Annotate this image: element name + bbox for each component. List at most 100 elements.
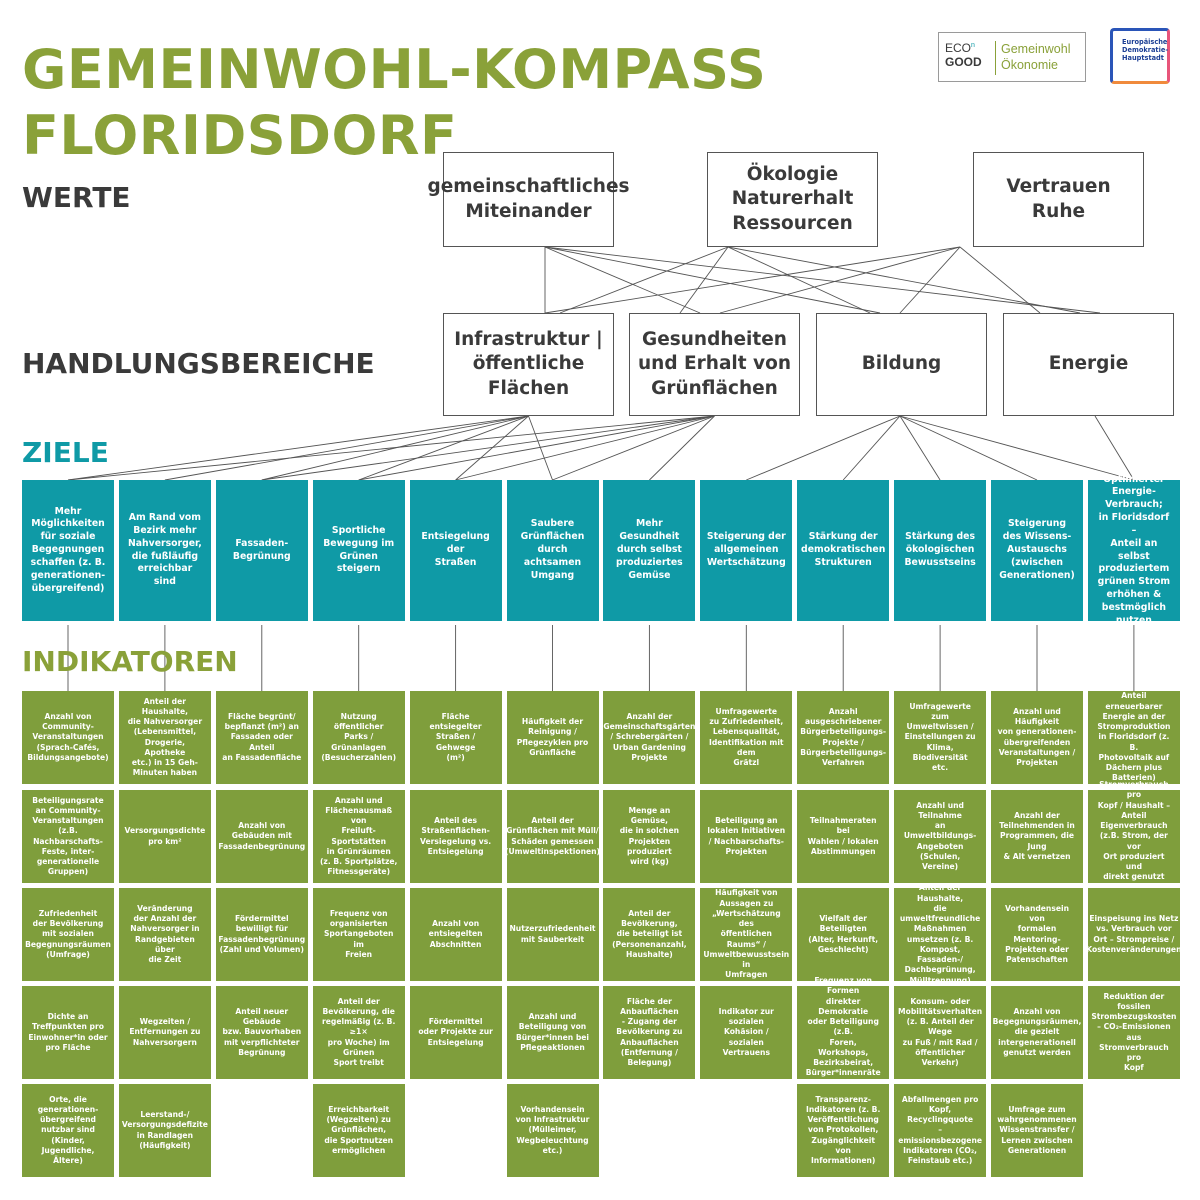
ziel-box: Stärkung des ökologischen Bewusstseins bbox=[894, 480, 987, 621]
connector-line bbox=[842, 415, 901, 481]
handlungsbereich-box: Energie bbox=[1003, 313, 1174, 416]
connector-line bbox=[455, 415, 529, 481]
connector-line bbox=[727, 246, 1081, 314]
werte-box: gemeinschaftliches Miteinander bbox=[427, 152, 630, 247]
indikator-box: Nutzerzufriedenheit mit Sauberkeit bbox=[506, 888, 599, 981]
indikator-box: Beteiligungsrate an Community- Veranstal… bbox=[22, 790, 114, 883]
section-heading-indikatoren: INDIKATOREN bbox=[22, 645, 238, 678]
ziel-box: Optimierter Energie-Verbrauch; in Florid… bbox=[1087, 474, 1180, 626]
indikator-box: Veränderung der Anzahl der Nahversorger … bbox=[118, 888, 211, 981]
indikator-box: Anteil der Haushalte, die umweltfreundli… bbox=[894, 883, 987, 985]
indikator-box: Wegzeiten / Entfernungen zu Nahversorger… bbox=[118, 986, 211, 1079]
ziel-box: Mehr Gesundheit durch selbst produzierte… bbox=[603, 480, 696, 621]
connector-line bbox=[899, 415, 1135, 481]
connector-line bbox=[67, 415, 529, 481]
indikator-box: Fläche der Anbauflächen - Zugang der Bev… bbox=[603, 986, 696, 1079]
connector-line bbox=[727, 246, 871, 314]
page-title-line-1: GEMEINWOHL-KOMPASS bbox=[22, 38, 767, 101]
ziel-box: Entsiegelung der Straßen bbox=[409, 480, 502, 621]
ziel-box: Stärkung der demokratischen Strukturen bbox=[797, 480, 890, 621]
indikator-box: Häufigkeit der Reinigung / Pflegezyklen … bbox=[506, 691, 599, 784]
handlungsbereich-box: Infrastruktur | öffentliche Flächen bbox=[443, 313, 614, 416]
connector-line bbox=[528, 415, 553, 481]
connector-line bbox=[959, 246, 1041, 314]
indikator-box: Anzahl und Häufigkeit von generationen- … bbox=[991, 691, 1083, 784]
section-heading-handlungsbereiche: HANDLUNGSBEREICHE bbox=[22, 347, 375, 380]
connector-line bbox=[67, 415, 715, 481]
connector-line bbox=[544, 246, 961, 314]
indikator-box: Fläche begrünt/ bepflanzt (m²) an Fassad… bbox=[215, 691, 308, 784]
connector-line bbox=[455, 415, 715, 481]
handlungsbereich-box: Bildung bbox=[816, 313, 987, 416]
indikator-box: Anzahl der Gemeinschaftsgärten / Schrebe… bbox=[603, 691, 696, 784]
section-heading-ziele: ZIELE bbox=[22, 436, 109, 469]
indikator-box: Menge an Gemüse, die in solchen Projekte… bbox=[603, 790, 696, 883]
indikator-box: Anzahl und Teilnahme an Umweltbildungs- … bbox=[894, 790, 987, 883]
indikator-box: Anteil neuer Gebäude bzw. Bauvorhaben mi… bbox=[215, 986, 308, 1079]
indikator-box: Umfragewerte zum Umweltwissen / Einstell… bbox=[894, 691, 987, 784]
ziel-box: Steigerung des Wissens- Austauschs (zwis… bbox=[991, 480, 1083, 621]
ziel-box: Am Rand vom Bezirk mehr Nahversorger, di… bbox=[118, 480, 211, 621]
indikator-box: Anteil der Grünflächen mit Müll/ Schäden… bbox=[505, 790, 600, 883]
connector-line bbox=[899, 415, 941, 481]
connector-line bbox=[679, 246, 729, 314]
indikator-box: Erreichbarkeit (Wegzeiten) zu Grünfläche… bbox=[312, 1084, 405, 1177]
indikator-box: Frequenz von Formen direkter Demokratie … bbox=[797, 976, 890, 1088]
indikator-box: Anteil der Bevölkerung, die regelmäßig (… bbox=[312, 986, 405, 1079]
connector-line bbox=[1094, 415, 1135, 481]
indikator-box: Anteil der Bevölkerung, die beteiligt is… bbox=[603, 888, 696, 981]
indikator-box: Anteil des Straßenflächen- Versiegelung … bbox=[409, 790, 502, 883]
indikator-box: Stromverbrauch pro Kopf / Haushalt – Ant… bbox=[1087, 780, 1180, 892]
indikator-box: Vorhandensein von formalen Mentoring- Pr… bbox=[991, 888, 1083, 981]
section-heading-werte: WERTE bbox=[22, 181, 131, 214]
indikator-box: Leerstand-/ Versorgungsdefizite in Randl… bbox=[118, 1084, 211, 1177]
connector-line bbox=[899, 415, 1038, 481]
connector-line bbox=[544, 246, 701, 314]
indikator-box: Beteiligung an lokalen Initiativen / Nac… bbox=[700, 790, 793, 883]
connector-line bbox=[164, 415, 529, 481]
page-title-line-2: FLORIDSDORF bbox=[22, 104, 458, 167]
indikator-box: Umfragewerte zu Zufriedenheit, Lebensqua… bbox=[700, 691, 793, 784]
indikator-box: Vielfalt der Beteiligten (Alter, Herkunf… bbox=[797, 888, 890, 981]
indikator-box: Häufigkeit von Aussagen zu „Wertschätzun… bbox=[700, 888, 793, 981]
ziel-box: Mehr Möglichkeiten für soziale Begegnung… bbox=[22, 480, 114, 621]
ziel-box: Saubere Grünflächen durch achtsamen Umga… bbox=[506, 480, 599, 621]
indikator-box: Konsum- oder Mobilitätsverhalten (z. B. … bbox=[894, 986, 987, 1079]
indikator-box: Anzahl und Beteiligung von Bürger*innen … bbox=[506, 986, 599, 1079]
indikator-box: Fördermittel oder Projekte zur Entsiegel… bbox=[409, 986, 502, 1079]
handlungsbereich-box: Gesundheiten und Erhalt von Grünflächen bbox=[629, 313, 800, 416]
indikator-box: Zufriedenheit der Bevölkerung mit sozial… bbox=[22, 888, 114, 981]
ziel-box: Sportliche Bewegung im Grünen steigern bbox=[312, 480, 405, 621]
indikator-box: Anzahl der Teilnehmenden in Programmen, … bbox=[991, 790, 1083, 883]
connector-line bbox=[746, 415, 901, 481]
indikator-box: Frequenz von organisierten Sportangebote… bbox=[312, 888, 405, 981]
indikator-box: Teilnahmeraten bei Wahlen / lokalen Abst… bbox=[797, 790, 890, 883]
ziel-box: Fassaden- Begrünung bbox=[215, 480, 308, 621]
indikator-box: Anzahl von Community- Veranstaltungen (S… bbox=[22, 691, 114, 784]
connector-line bbox=[552, 415, 715, 481]
indikator-box: Vorhandensein von Infrastruktur (Mülleim… bbox=[506, 1084, 599, 1177]
indikator-box: Fläche entsiegelter Straßen / Gehwege (m… bbox=[409, 691, 502, 784]
indikator-box: Abfallmengen pro Kopf, Recyclingquote – … bbox=[894, 1084, 987, 1177]
ziel-box: Steigerung der allgemeinen Wertschätzung bbox=[700, 480, 793, 621]
indikator-box: Anzahl ausgeschriebener Bürgerbeteiligun… bbox=[797, 691, 890, 784]
indikator-box: Dichte an Treffpunkten pro Einwohner*in … bbox=[22, 986, 114, 1079]
connector-line bbox=[358, 415, 529, 481]
indikator-box: Anzahl von Gebäuden mit Fassadenbegrünun… bbox=[215, 790, 308, 883]
indikator-box: Fördermittel bewilligt für Fassadenbegrü… bbox=[215, 888, 308, 981]
connector-line bbox=[559, 246, 729, 314]
indikator-box: Versorgungsdichte pro km² bbox=[118, 790, 211, 883]
indikator-box: Anzahl von Begegnungsräumen, die gezielt… bbox=[991, 986, 1083, 1079]
connector-line bbox=[899, 246, 961, 314]
indikator-box: Nutzung öffentlicher Parks / Grünanlagen… bbox=[312, 691, 405, 784]
indikator-box: Indikator zur sozialen Kohäsion / sozial… bbox=[700, 986, 793, 1079]
indikator-box: Anteil erneuerbarer Energie an der Strom… bbox=[1087, 691, 1180, 784]
indikator-box: Transparenz- Indikatoren (z. B. Veröffen… bbox=[797, 1084, 890, 1177]
werte-box: Vertrauen Ruhe bbox=[973, 152, 1144, 247]
indikator-box: Reduktion der fossilen Strombezugskosten… bbox=[1087, 986, 1180, 1079]
indikator-box: Orte, die generationen- übergreifend nut… bbox=[22, 1084, 114, 1177]
indikator-box: Anzahl und Flächenausmaß von Freiluft-Sp… bbox=[312, 790, 405, 883]
indikator-box: Anzahl von entsiegelten Abschnitten bbox=[409, 888, 502, 981]
indikator-box: Anteil der Haushalte, die Nahversorger (… bbox=[118, 691, 211, 784]
